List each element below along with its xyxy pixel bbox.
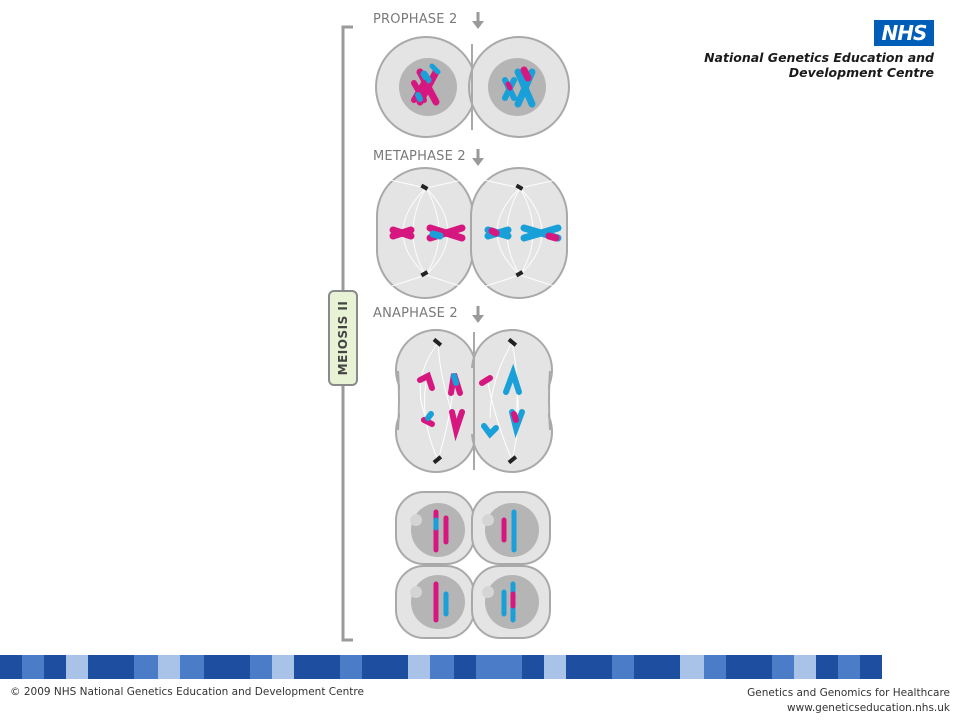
prophase-cells — [375, 36, 570, 138]
website-url: www.geneticseducation.nhs.uk — [787, 702, 950, 714]
stage-label-prophase: PROPHASE 2 — [373, 12, 458, 27]
nhs-logo: NHS National Genetics Education and Deve… — [704, 20, 934, 80]
footer-right: Genetics and Genomics for Healthcare www… — [747, 686, 950, 716]
daughter-cells — [395, 491, 551, 639]
footer-stripe — [0, 655, 960, 679]
meiosis-ii-label: MEIOSIS II — [336, 300, 350, 376]
anaphase-cells — [395, 329, 553, 473]
stage-label-metaphase: METAPHASE 2 — [373, 149, 466, 164]
program-name: Genetics and Genomics for Healthcare — [747, 687, 950, 699]
arrow-down-icon — [472, 149, 484, 166]
copyright-text: © 2009 NHS National Genetics Education a… — [10, 686, 364, 698]
arrow-down-icon — [472, 12, 484, 29]
metaphase-cells — [376, 167, 568, 299]
meiosis-ii-diagram — [341, 25, 570, 642]
stage-label-anaphase: ANAPHASE 2 — [373, 306, 458, 321]
arrow-down-icon — [472, 306, 484, 323]
org-name-line1: National Genetics Education and — [704, 50, 934, 65]
meiosis-ii-tag: MEIOSIS II — [328, 290, 358, 386]
centrosome-icon — [420, 183, 524, 278]
nhs-badge: NHS — [874, 20, 934, 46]
org-name-line2: Development Centre — [788, 65, 934, 80]
